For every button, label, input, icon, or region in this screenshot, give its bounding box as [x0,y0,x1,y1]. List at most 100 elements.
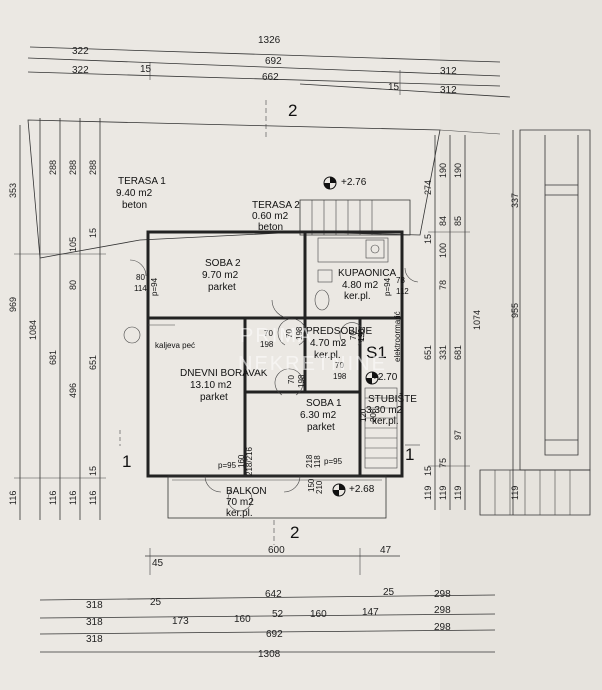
paper-shadow [440,0,602,690]
opening-label: 80 [136,273,145,282]
dim-right-119d: 119 [510,486,520,500]
dim-left-353: 353 [8,183,18,198]
dim-bottom-318c: 318 [86,634,103,645]
room-floor-terasa-1: beton [122,200,147,211]
section-markers [119,100,420,545]
section-2-bottom: 2 [290,523,299,542]
dim-bottom-160a: 160 [234,614,251,625]
dim-top-15b: 15 [388,82,400,93]
dim-bottom-45: 45 [152,558,164,569]
room-soba-1: SOBA 1 6.30 m2 parket [300,398,342,433]
dim-bottom-692: 692 [266,629,283,640]
room-name-dnevni-boravak: DNEVNI BORAVAK [180,368,268,379]
room-name-terasa-2: TERASA 2 [252,200,300,211]
room-name-terasa-1: TERASA 1 [118,176,166,187]
elektroormaric-label: elektroormarić [393,311,402,362]
room-floor-terasa-2: beton [258,222,283,233]
dim-left-288c: 288 [88,160,98,175]
opening-label: p=95 [324,457,343,466]
opening-label: 198 [260,340,274,349]
opening-label: 70 [335,361,344,370]
room-area-soba-2: 9.70 m2 [202,270,239,281]
dim-left-496: 496 [68,383,78,398]
interior-stairs [364,387,398,469]
dim-top-692: 692 [265,56,282,67]
left-dimension-labels: 353 288 288 288 105 15 969 1084 80 681 4… [8,160,98,505]
room-terasa-2: TERASA 2 0.60 m2 beton [252,200,300,233]
watermark-nekretnine: NEKRETNINE [238,353,387,375]
terrace-2-steps [299,199,411,236]
opening-label: 70 [285,329,294,338]
room-floor-predsoblje: ker.pl. [314,350,341,361]
balcony-outline [167,475,387,519]
level-2-70: +2.70 [372,372,398,383]
room-stubiste: STUBIŠTE 3.30 m2 ker.pl. [366,392,417,427]
dim-top-322b: 322 [72,65,89,76]
opening-label: 70 [264,329,273,338]
dim-bottom-298b: 298 [434,605,451,616]
dim-left-288a: 288 [48,160,58,175]
dim-top-312b: 312 [440,85,457,96]
dim-bottom-25a: 25 [150,597,162,608]
dim-left-651: 651 [88,355,98,370]
opening-label: 118 [313,455,322,468]
dim-left-116c: 116 [68,491,78,505]
dim-top-1326: 1326 [258,35,281,46]
room-name-soba-1: SOBA 1 [306,398,342,409]
room-terasa-1: TERASA 1 9.40 m2 beton [116,176,166,211]
kaljeva-pec-label: kaljeva peć [155,341,195,350]
dim-left-15b: 15 [88,466,98,476]
level-marker-icons [323,176,379,497]
dim-top-322a: 322 [72,46,89,57]
room-dnevni-boravak: DNEVNI BORAVAK 13.10 m2 parket [180,368,268,403]
room-area-soba-1: 6.30 m2 [300,410,337,421]
opening-labels: 80 114 p=94 78 112 p=94 70 198 70 198 70… [134,273,409,494]
door-swings [123,259,419,512]
opening-label: 70 [287,375,296,384]
bottom-dimensions: 600 45 47 642 25 25 318 298 318 173 160 … [39,545,496,660]
room-kupaonica: KUPAONICA 4.80 m2 ker.pl. [338,268,396,302]
dim-bottom-318b: 318 [86,617,103,628]
right-dimensions [428,130,514,515]
section-1-right: 1 [405,445,414,464]
room-area-kupaonica: 4.80 m2 [342,280,379,291]
dim-right-15b: 15 [423,466,433,476]
opening-label: 120 [359,408,368,422]
dim-bottom-47: 47 [380,545,392,556]
dim-right-119b: 119 [438,486,448,500]
room-area-predsoblje: 4.70 m2 [310,338,347,349]
dim-left-969: 969 [8,297,18,312]
room-predsoblje: PREDSOBLJE 4.70 m2 ker.pl. [306,326,372,361]
dim-bottom-160b: 160 [310,609,327,620]
section-1-left: 1 [122,452,131,471]
dim-right-119a: 119 [423,486,433,500]
dim-left-116a: 116 [8,491,18,505]
opening-label: 112 [396,287,409,296]
right-dimension-labels: 274 190 190 337 84 85 15 100 78 651 331 … [423,163,520,500]
dim-top-312a: 312 [440,66,457,77]
opening-label: 70 [349,331,358,340]
room-floor-kupaonica: ker.pl. [344,291,371,302]
dim-right-681: 681 [453,345,463,360]
dim-bottom-642: 642 [265,589,282,600]
room-floor-dnevni-boravak: parket [200,392,228,403]
room-soba-2: SOBA 2 9.70 m2 parket [202,258,241,293]
dim-bottom-318a: 318 [86,600,103,611]
dim-right-119c: 119 [453,486,463,500]
dim-right-337: 337 [510,193,520,208]
dim-right-274: 274 [423,180,433,195]
dim-right-331: 331 [438,345,448,360]
dim-right-85: 85 [453,216,463,226]
dim-bottom-600: 600 [268,545,285,556]
dim-right-75: 75 [438,458,448,468]
dim-bottom-173: 173 [172,616,189,627]
opening-label: 160 [237,454,246,468]
opening-label: 78 [396,276,405,285]
dim-bottom-52: 52 [272,609,284,620]
room-area-stubiste: 3.30 m2 [366,405,403,416]
opening-label: p=94 [150,277,159,296]
opening-label: 218 [305,454,314,468]
dim-right-15a: 15 [423,234,433,244]
level-2-76: +2.76 [341,177,367,188]
